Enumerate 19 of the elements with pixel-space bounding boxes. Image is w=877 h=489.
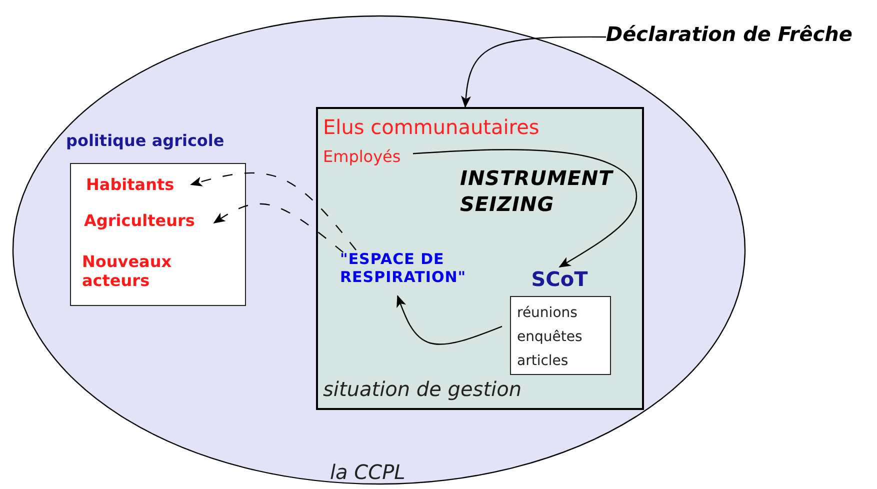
actor-text: Habitants	[86, 175, 191, 199]
concept-text: "ESPACE DE RESPIRATION"	[340, 250, 500, 296]
dashed-arrow	[213, 203, 344, 253]
curved-arrow	[461, 36, 606, 108]
region-title: la CCPL	[330, 460, 406, 484]
curved-arrow	[396, 295, 502, 345]
role-text: Employés	[323, 147, 413, 169]
actor-text: Agriculteurs	[84, 211, 214, 235]
note-box: réunions enquêtes articles	[510, 296, 611, 375]
dashed-arrow	[190, 172, 356, 250]
title-text: Déclaration de Frêche	[606, 22, 876, 52]
process-box	[316, 107, 644, 410]
curved-arrow	[412, 149, 638, 268]
actor-text: Nouveaux acteurs	[82, 252, 192, 300]
annotation-text: INSTRUMENT SEIZING	[460, 165, 614, 217]
note-heading: SCoT	[530, 267, 589, 291]
box-heading: Elus communautaires	[323, 115, 540, 139]
group-heading: politique agricole	[66, 131, 226, 150]
box-caption: situation de gestion	[323, 377, 523, 401]
